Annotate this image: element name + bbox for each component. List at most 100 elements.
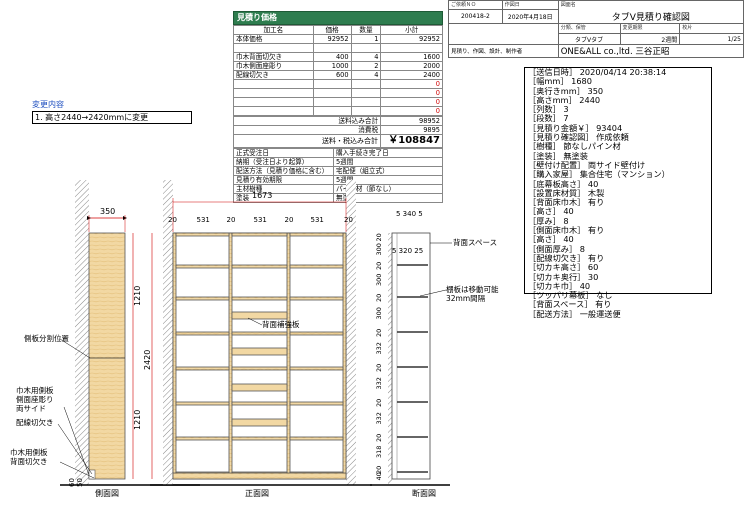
front-width-dim: 531: [197, 216, 210, 224]
section-shelf-dim: 40: [375, 472, 383, 480]
wall-hatch: [75, 180, 89, 485]
section-shelf-dim: 20: [375, 294, 383, 302]
spec-line: ［段数］ 7: [528, 113, 569, 124]
side-upper-dim: 1210: [133, 286, 142, 306]
spec-line: ［ツッパリ幕板］ なし: [528, 290, 613, 301]
spec-line: ［配送方法］ 一般運送便: [528, 308, 621, 319]
spec-line: ［切カキ高さ］ 60: [528, 262, 599, 273]
spec-line: ［設置床材質］ 木製: [528, 187, 605, 198]
estimate-info: 正式受注日購入手続き完了日納期（受注日より起算）5週間配送方法（見積り価格に含む…: [233, 148, 444, 203]
section-inner-dims: 5 320 25: [392, 247, 423, 255]
front-shelf: [289, 366, 344, 371]
spec-list: ［送信日時］ 2020/04/14 20:38:14［幅mm］ 1680［奥行き…: [524, 67, 712, 319]
total-value: ￥108847: [380, 134, 443, 148]
estimate-title: 見積り価格: [233, 11, 443, 25]
title-block: ご依頼ＮＯ 作図日 図面名 200418-2 2020年4月18日 タブV見積り…: [448, 0, 745, 60]
front-shelf: [175, 264, 230, 269]
estimate-cell: 0: [380, 106, 443, 116]
front-shelf: [289, 264, 344, 269]
side-base-dim-1: 60: [68, 478, 76, 487]
spec-line: ［配線切欠き］ 有り: [528, 252, 605, 263]
front-shelf: [175, 436, 230, 441]
front-shelf: [231, 436, 288, 441]
estimate-cell: [350, 106, 382, 116]
section-view-label: 断面図: [412, 488, 436, 498]
spec-line: ［見積り金額￥］ 93404: [528, 122, 623, 133]
section-shelf-dim: 332: [375, 342, 383, 354]
spec-line: ［送信日時］ 2020/04/14 20:38:14: [528, 67, 667, 77]
spec-line: ［高さ］ 40: [528, 206, 574, 217]
change-note: 変更内容 1. 高さ2440→2420mmに変更: [32, 100, 192, 124]
estimate-cell: [312, 106, 352, 116]
front-wall-left: [163, 180, 173, 485]
spec-line: ［高さ］ 40: [528, 234, 574, 245]
front-shelf: [231, 366, 288, 371]
front-shelf: [231, 232, 288, 237]
front-shelf: [175, 366, 230, 371]
section-shelf-dim: 20: [375, 329, 383, 337]
front-shelf: [175, 232, 230, 237]
section-shelf-dim: 300: [375, 274, 383, 286]
front-shelf: [289, 296, 344, 301]
front-height-dim: 2420: [143, 350, 152, 370]
back-reinforce-board: [231, 311, 288, 320]
spec-line: ［奥行きmm］ 350: [528, 85, 604, 96]
estimate-totals: 送料込み合計 98952 消費税 9895 送料・税込み合計 ￥108847: [232, 116, 443, 148]
maker-value: ONE&ALL co.,ltd. 三谷正昭: [557, 44, 745, 58]
estimate-row: 0: [233, 106, 443, 116]
callout-side-notch: 巾木用側板側面座彫り両サイド: [16, 385, 54, 413]
spec-line: ［厚み］ 8: [528, 215, 569, 226]
spec-line: ［購入家屋］ 集合住宅（マンション）: [528, 169, 670, 180]
side-width-dim: 350: [100, 207, 115, 216]
spec-line: ［見積り確認図］ 作成依頼: [528, 132, 629, 143]
section-shelf-dim: 300: [375, 243, 383, 255]
spec-line: ［樹種］ 節なしパイン材: [528, 141, 621, 152]
back-reinforce-board: [231, 347, 288, 356]
front-shelf: [289, 436, 344, 441]
sakuban-value: 200418-2: [448, 9, 503, 24]
front-upright: [228, 232, 233, 480]
front-upright: [172, 232, 177, 480]
section-body: [391, 232, 431, 480]
section-top-dims: 5 340 5: [396, 210, 423, 218]
spec-line: ［背面スペース］ 有り: [528, 299, 612, 310]
side-panel: [88, 232, 126, 480]
callout-back-board: 背面補強板: [262, 319, 300, 329]
section-shelf-dim: 318: [375, 446, 383, 458]
front-shelf: [175, 331, 230, 336]
front-width-dim: 531: [254, 216, 267, 224]
section-shelf-dim: 20: [375, 466, 383, 474]
front-shelf: [231, 296, 288, 301]
spec-line: ［側面床巾木］ 有り: [528, 225, 605, 236]
spec-line: ［列数］ 3: [528, 104, 569, 115]
section-shelf-dim: 332: [375, 412, 383, 424]
front-cabinet: [172, 232, 347, 480]
section-shelf-dim: 20: [375, 233, 383, 241]
front-width-dim: 531: [311, 216, 324, 224]
front-width-dim: 20: [344, 216, 353, 224]
drawing-name-label: 図面名: [557, 0, 745, 10]
spec-line: ［底幕板高さ］ 40: [528, 178, 599, 189]
side-lower-dim: 1210: [133, 410, 142, 430]
drawing-name-value: タブV見積り確認図: [557, 9, 745, 24]
front-shelf: [231, 331, 288, 336]
spec-line: ［壁付け配置］ 両サイド壁付け: [528, 159, 646, 170]
maker-label: 見積り、作図、設計、制作者: [448, 44, 559, 58]
total-label: 送料・税込み合計: [232, 134, 382, 148]
section-shelf-dim: 20: [375, 399, 383, 407]
change-note-text: 1. 高さ2440→2420mmに変更: [32, 111, 192, 124]
section-shelf-dim: 20: [375, 262, 383, 270]
front-overall-width: 1673: [252, 191, 272, 200]
callout-back-notch: 巾木用側板背面切欠き: [10, 447, 48, 466]
spec-line: ［背面床巾木］ 有り: [528, 197, 605, 208]
date-value: 2020年4月18日: [501, 9, 559, 24]
front-shelf: [289, 401, 344, 406]
front-outline: [172, 232, 347, 480]
